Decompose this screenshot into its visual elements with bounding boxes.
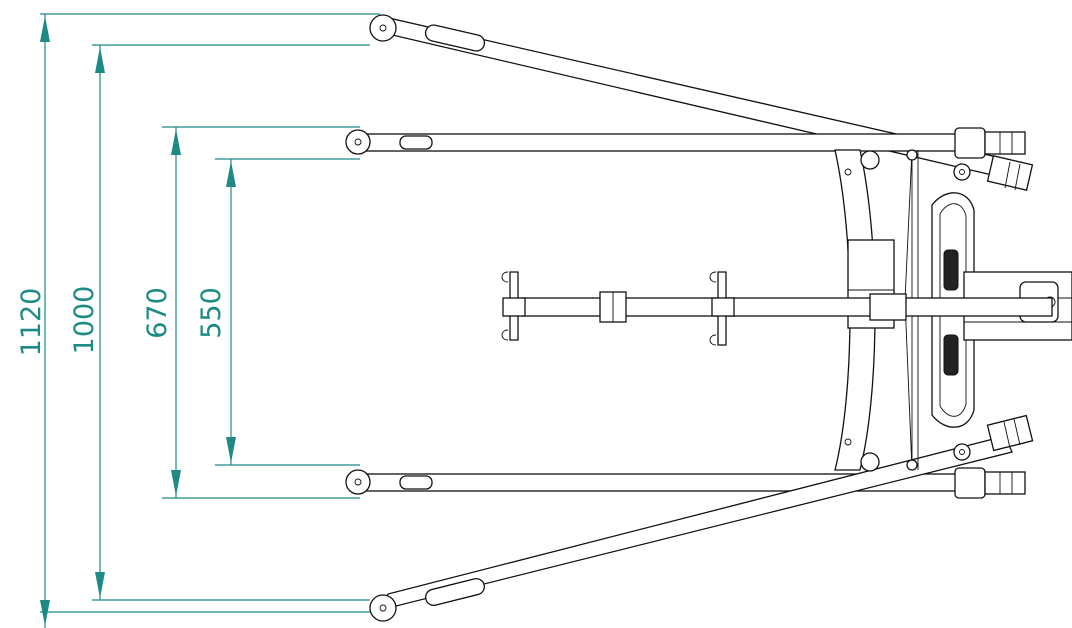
- dimension-1000: 1000: [69, 44, 370, 601]
- dimension-670: 670: [142, 126, 360, 499]
- pivot-pins: [860, 150, 971, 472]
- spreader-hook-left: [501, 271, 526, 341]
- dimension-label-670: 670: [142, 287, 173, 339]
- dimension-label-1000: 1000: [69, 286, 100, 355]
- dimension-label-550: 550: [196, 287, 227, 339]
- dimension-550: 550: [196, 158, 360, 466]
- spreader-hook-right: [709, 271, 735, 346]
- dimension-1120: 1120: [16, 13, 380, 628]
- dimension-label-1120: 1120: [16, 288, 47, 357]
- lower-outer-leg: [369, 414, 1034, 622]
- upper-outer-leg: [369, 14, 1034, 191]
- spreader-bar: [521, 291, 1053, 323]
- upper-inner-leg: [345, 127, 1026, 159]
